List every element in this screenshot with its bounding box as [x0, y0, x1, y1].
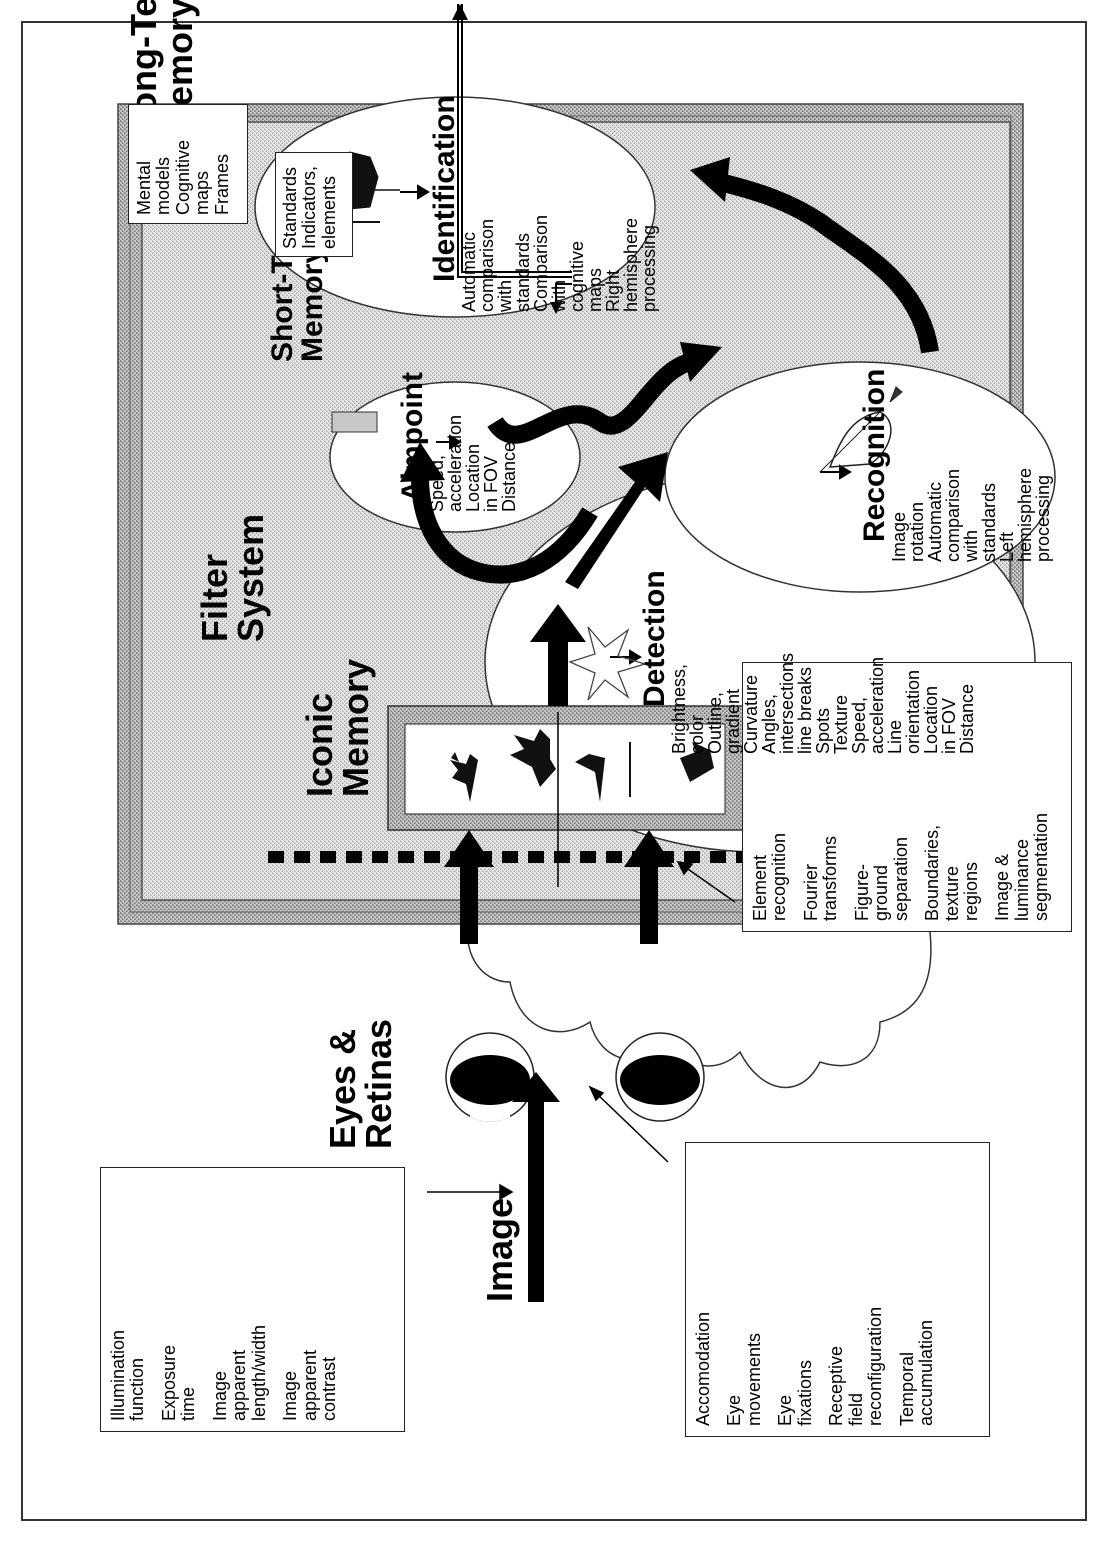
ltm-connection-arrows [457, 4, 572, 302]
box-item: Image apparent contrast [280, 1349, 339, 1421]
image-heading: Image [479, 1197, 520, 1302]
box-item: models [153, 156, 174, 215]
eye-icon-bottom [615, 1032, 705, 1122]
box-item: maps [192, 170, 213, 215]
recognition-title: Recognition [858, 368, 891, 542]
aimpoint-to-recognition-arrow [487, 353, 694, 444]
recognition-small-arrow [820, 464, 852, 480]
iconic-memory-heading: Iconic Memory [299, 658, 376, 797]
box-item: Image apparent length/width [209, 1324, 269, 1421]
box-item: elements [318, 175, 339, 249]
aimpoint-small-arrow [436, 434, 462, 450]
box-item: Cognitive [172, 139, 193, 215]
eye-factors-box: Accomodation Eye movements Eye fixations… [685, 1142, 990, 1437]
identification-small-arrow [400, 184, 430, 200]
eye-icon-top [445, 1032, 535, 1122]
filter-to-detection-arrow [565, 452, 668, 589]
detection-to-aimpoint-arrow [411, 476, 598, 584]
standards-box: Standards Indicators, elements [275, 152, 353, 257]
star-burst-icon [568, 626, 648, 701]
iconic-memory-window [404, 723, 726, 815]
aimpoint-items: Speed, acceleration Location in FOV Dist… [427, 414, 519, 512]
box-item: Indicators, [299, 165, 320, 249]
image-factors-box: Illumination function Exposure time Imag… [100, 1167, 405, 1432]
identification-items: Automatic comparison with standards Comp… [459, 214, 659, 312]
box-item: Receptive field reconfiguration [826, 1306, 886, 1426]
box-item: Frames [211, 153, 232, 215]
box-item: Eye movements [724, 1332, 764, 1426]
mental-models-box: Mental models Cognitive maps Frames [128, 104, 248, 224]
recognition-items: Image rotation Automatic comparison with… [889, 467, 1053, 562]
recognition-ellipse [664, 361, 1056, 593]
rectangle-target-icon [331, 411, 378, 433]
eyes-retinas-heading: Eyes & Retinas [322, 1018, 399, 1149]
box-item: Mental [134, 160, 154, 215]
box-item: Image & luminance segmentation [992, 812, 1052, 921]
aimpoint-ellipse [329, 381, 581, 533]
page-border [21, 21, 1087, 1521]
box-item: Eye fixations [775, 1359, 815, 1426]
filter-system-heading: Filter System [194, 513, 271, 642]
identification-ellipse [254, 96, 656, 318]
aircraft-icon [819, 386, 903, 473]
image-arrow [512, 1072, 560, 1302]
aimpoint-title: Aimpoint [396, 372, 429, 502]
image-factors-pointer [427, 1183, 514, 1201]
detection-items: Brightness, color Outline, gradient Curv… [669, 652, 977, 754]
recognition-to-identification-arrow [717, 173, 939, 354]
eye-factors-pointer [588, 1085, 669, 1163]
filter-factors-pointer [676, 861, 736, 903]
box-item: Exposure time [158, 1344, 199, 1421]
box-item: Illumination function [108, 1329, 148, 1421]
identification-title: Identification [428, 95, 461, 282]
iconic-to-filter-arrow [530, 604, 586, 706]
box-item: Standards [280, 166, 300, 249]
box-item: Temporal accumulation [896, 1319, 936, 1426]
detection-title: Detection [638, 570, 671, 707]
landscape-scene-icon [450, 729, 714, 802]
box-item: Accomodation [693, 1311, 713, 1426]
